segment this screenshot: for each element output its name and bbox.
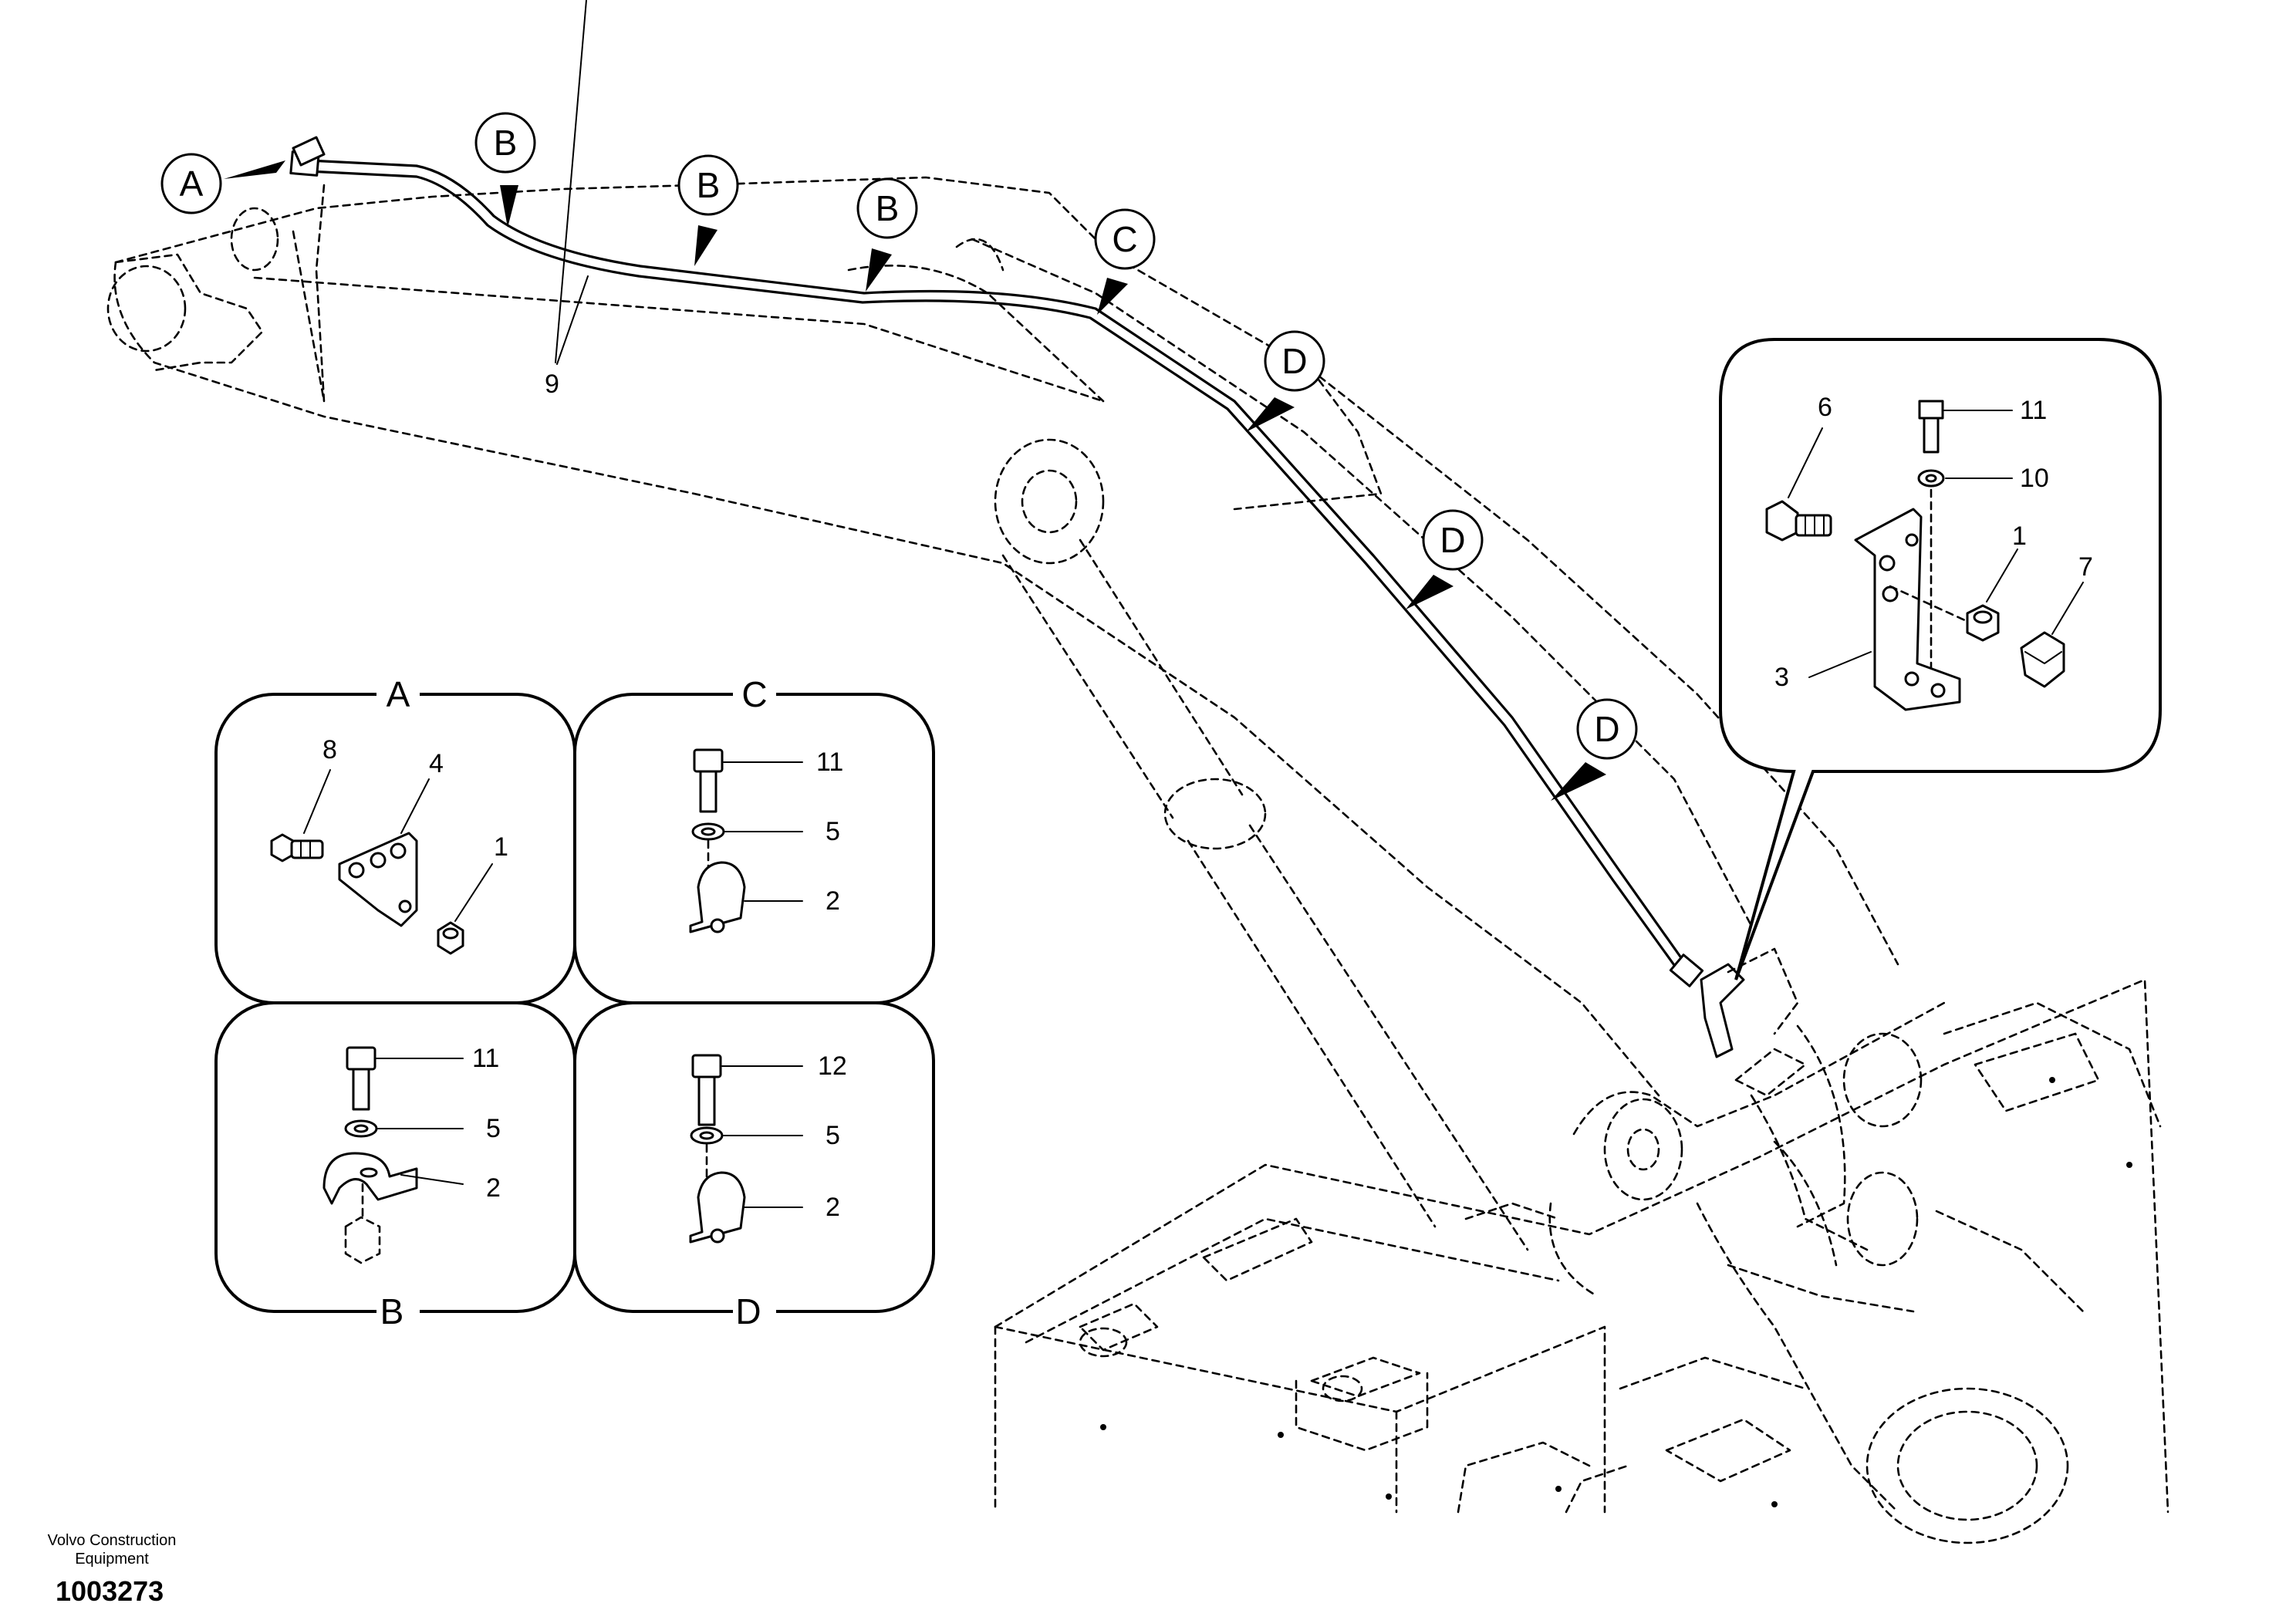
callout-d-1 [1264, 330, 1325, 392]
callout-b-1 [474, 112, 536, 174]
panel-b-item-5: 5 [486, 1114, 501, 1143]
detail-item-3: 3 [1774, 663, 1789, 692]
callout-a-label: A [180, 164, 204, 204]
panel-b-title: B [380, 1291, 404, 1331]
panel-c-item-11: 11 [816, 748, 843, 777]
callout-d-2-label: D [1440, 520, 1465, 560]
boom-outline [106, 176, 1899, 1097]
callout-c [1094, 208, 1156, 270]
panel-d: D 12 5 2 [573, 1001, 935, 1331]
callout-b-3 [856, 177, 918, 239]
routing-callouts: A B B B C D D D [160, 112, 1638, 801]
panel-b: B 11 5 2 [214, 1001, 576, 1331]
callout-d-2 [1422, 509, 1484, 571]
callout-d-3-label: D [1594, 709, 1619, 749]
callout-d-1-label: D [1281, 341, 1307, 381]
document-number: 1003273 [56, 1575, 164, 1607]
upper-frame-outline [994, 978, 2169, 1544]
panel-a-item-8: 8 [322, 735, 337, 764]
panel-c: C 11 5 2 [573, 674, 935, 1004]
grease-pipe [289, 136, 1799, 1058]
callout-d-3 [1576, 698, 1638, 760]
detail-bubble: 6 11 10 3 1 7 [1719, 338, 2162, 980]
detail-item-11: 11 [2020, 396, 2047, 425]
callout-c-label: C [1112, 219, 1137, 259]
detail-item-1: 1 [2012, 521, 2027, 551]
pipe-item-number: 9 [545, 370, 559, 399]
panel-d-item-12: 12 [818, 1051, 847, 1081]
panel-a: A 8 4 1 [214, 674, 576, 1004]
panel-c-title: C [741, 674, 767, 714]
manufacturer-label: Volvo Construction Equipment [47, 1532, 177, 1568]
boom-cylinder-outline [994, 438, 1529, 1251]
detail-item-10: 10 [2020, 464, 2049, 493]
panel-d-title: D [735, 1291, 761, 1331]
panel-b-item-11: 11 [472, 1044, 499, 1073]
panel-d-item-5: 5 [826, 1121, 840, 1150]
panel-d-item-2: 2 [826, 1193, 840, 1222]
detail-item-6: 6 [1818, 393, 1832, 422]
panel-a-item-4: 4 [429, 749, 444, 778]
detail-item-7: 7 [2078, 552, 2093, 582]
callout-b-3-label: B [876, 188, 900, 228]
callout-b-2 [677, 154, 739, 216]
callout-b-2-label: B [697, 165, 721, 205]
callout-a [160, 153, 222, 214]
panel-a-title: A [387, 674, 410, 714]
panel-b-item-2: 2 [486, 1173, 501, 1203]
callout-b-1-label: B [494, 123, 518, 163]
panel-a-item-1: 1 [494, 832, 508, 862]
panel-c-item-2: 2 [826, 886, 840, 916]
panel-c-item-5: 5 [826, 817, 840, 846]
